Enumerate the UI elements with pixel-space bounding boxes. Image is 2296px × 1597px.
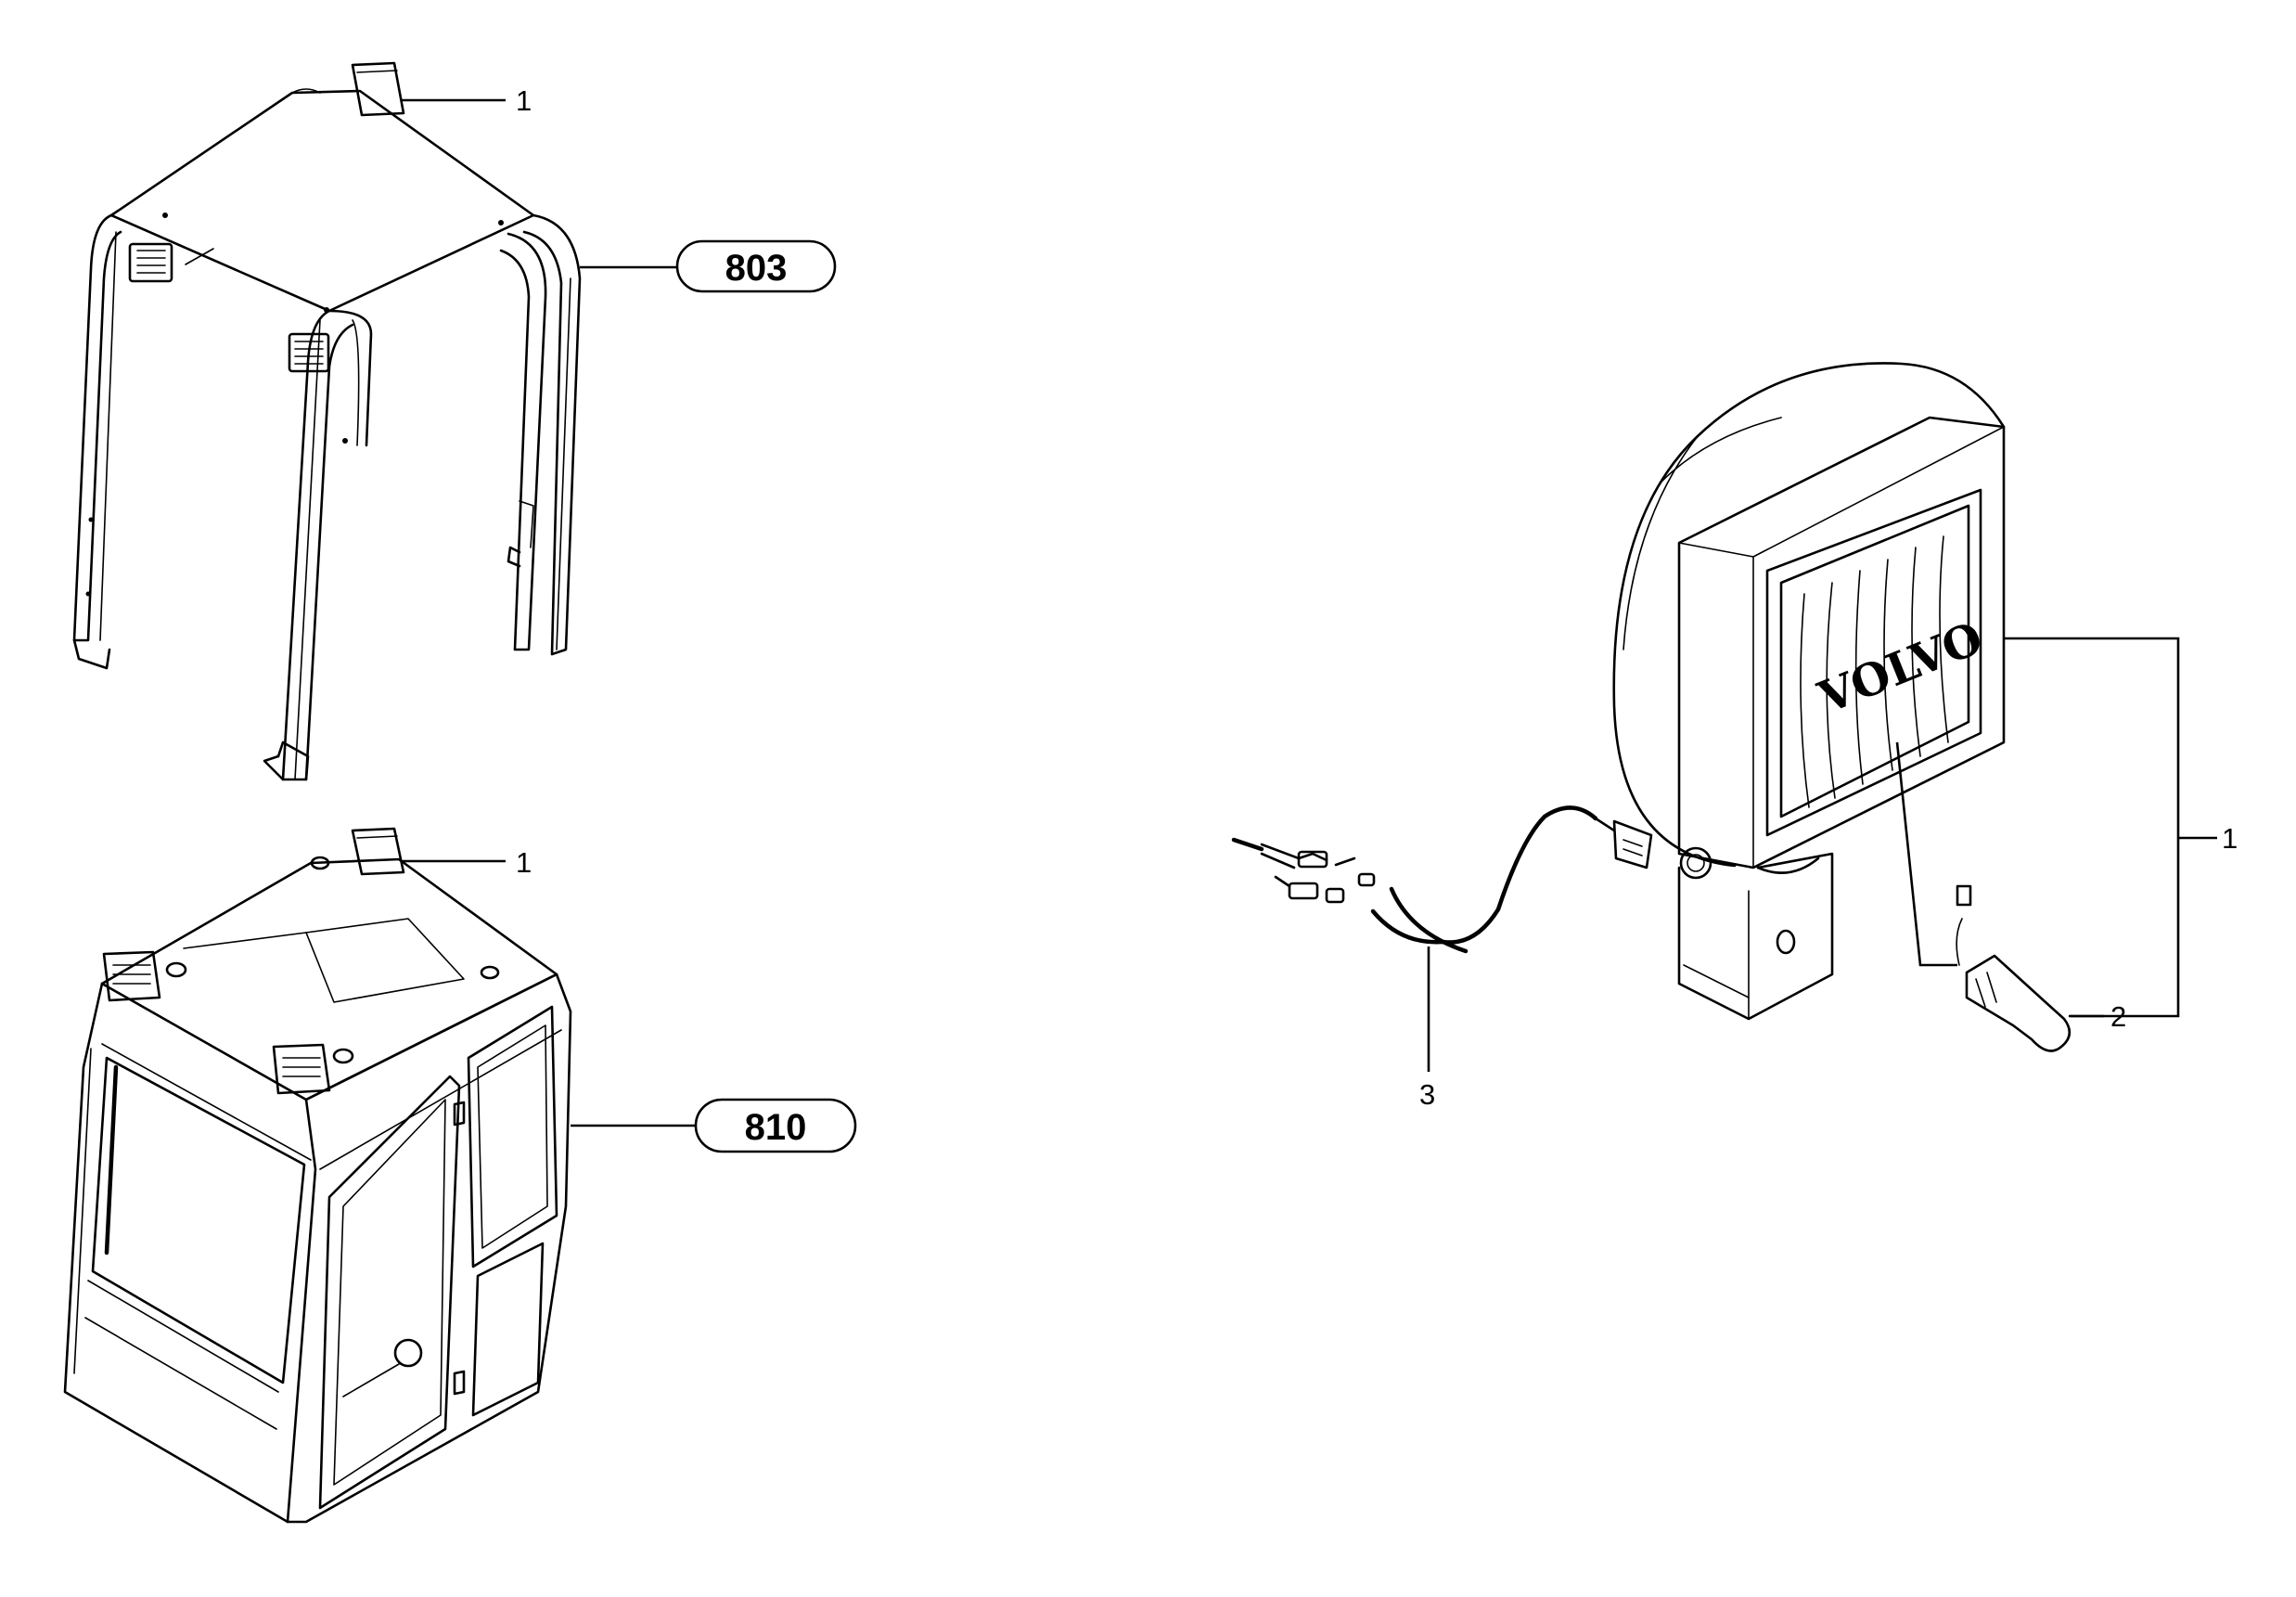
callout-bulb: 2: [2110, 1000, 2126, 1033]
rops-frame-drawing: [72, 61, 677, 781]
callout-lamp: 1: [2222, 822, 2238, 855]
callout-harness: 3: [1419, 1078, 1435, 1111]
lamp-brand-lettering: VOLVO: [1811, 612, 1990, 724]
callout-pill-803: 803: [675, 239, 837, 293]
cab-drawing: [63, 827, 696, 1524]
callout-cab-light: 1: [516, 846, 532, 879]
callout-pill-810: 810: [694, 1098, 857, 1153]
frame-ref-label: 803: [725, 248, 788, 289]
callout-frame-light: 1: [516, 84, 532, 117]
cab-ref-label: 810: [745, 1107, 807, 1148]
work-lamp-drawing: [1231, 362, 2217, 1072]
